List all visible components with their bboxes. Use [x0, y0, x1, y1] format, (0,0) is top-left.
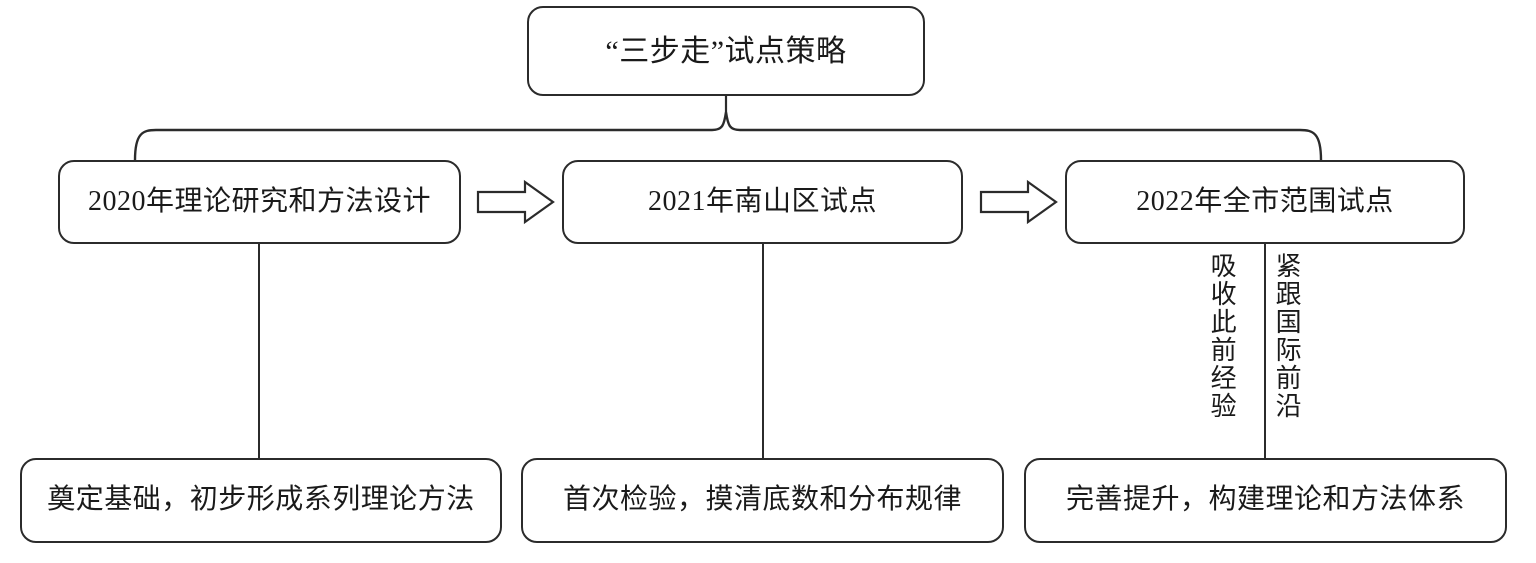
brace-path: [133, 111, 1323, 162]
result-box-first-survey: 首次检验，摸清底数和分布规律: [521, 458, 1004, 543]
arrow-stage2-to-stage3-icon: [979, 179, 1058, 225]
result-label-first-survey: 首次检验，摸清底数和分布规律: [562, 484, 962, 516]
stage-label-2022: 2022年全市范围试点: [1136, 185, 1394, 217]
annotation-follow-international-frontier-text: 紧跟国际前沿: [1272, 252, 1302, 420]
strategy-title-box: “三步走”试点策略: [527, 6, 925, 96]
result-box-system-building: 完善提升，构建理论和方法体系: [1024, 458, 1507, 543]
result-label-foundation: 奠定基础，初步形成系列理论方法: [47, 484, 475, 516]
strategy-title-text: “三步走”试点策略: [605, 34, 847, 68]
annotation-follow-international-frontier: 紧跟国际前沿: [1272, 252, 1301, 420]
stage-label-2021: 2021年南山区试点: [647, 185, 877, 217]
result-box-foundation: 奠定基础，初步形成系列理论方法: [20, 458, 502, 543]
stage-box-2022: 2022年全市范围试点: [1065, 160, 1465, 244]
connector-stage3-to-result3: [1264, 242, 1267, 460]
stage-box-2020: 2020年理论研究和方法设计: [58, 160, 461, 244]
stage-label-2020: 2020年理论研究和方法设计: [87, 185, 431, 217]
connector-stage2-to-result2: [762, 242, 765, 460]
result-label-system-building: 完善提升，构建理论和方法体系: [1065, 484, 1465, 516]
connector-stage1-to-result1: [258, 242, 261, 460]
annotation-absorb-prior-experience-text: 吸收此前经验: [1207, 252, 1237, 420]
arrow-stage1-to-stage2-icon: [476, 179, 555, 225]
annotation-absorb-prior-experience: 吸收此前经验: [1207, 252, 1236, 420]
stage-box-2021: 2021年南山区试点: [562, 160, 963, 244]
